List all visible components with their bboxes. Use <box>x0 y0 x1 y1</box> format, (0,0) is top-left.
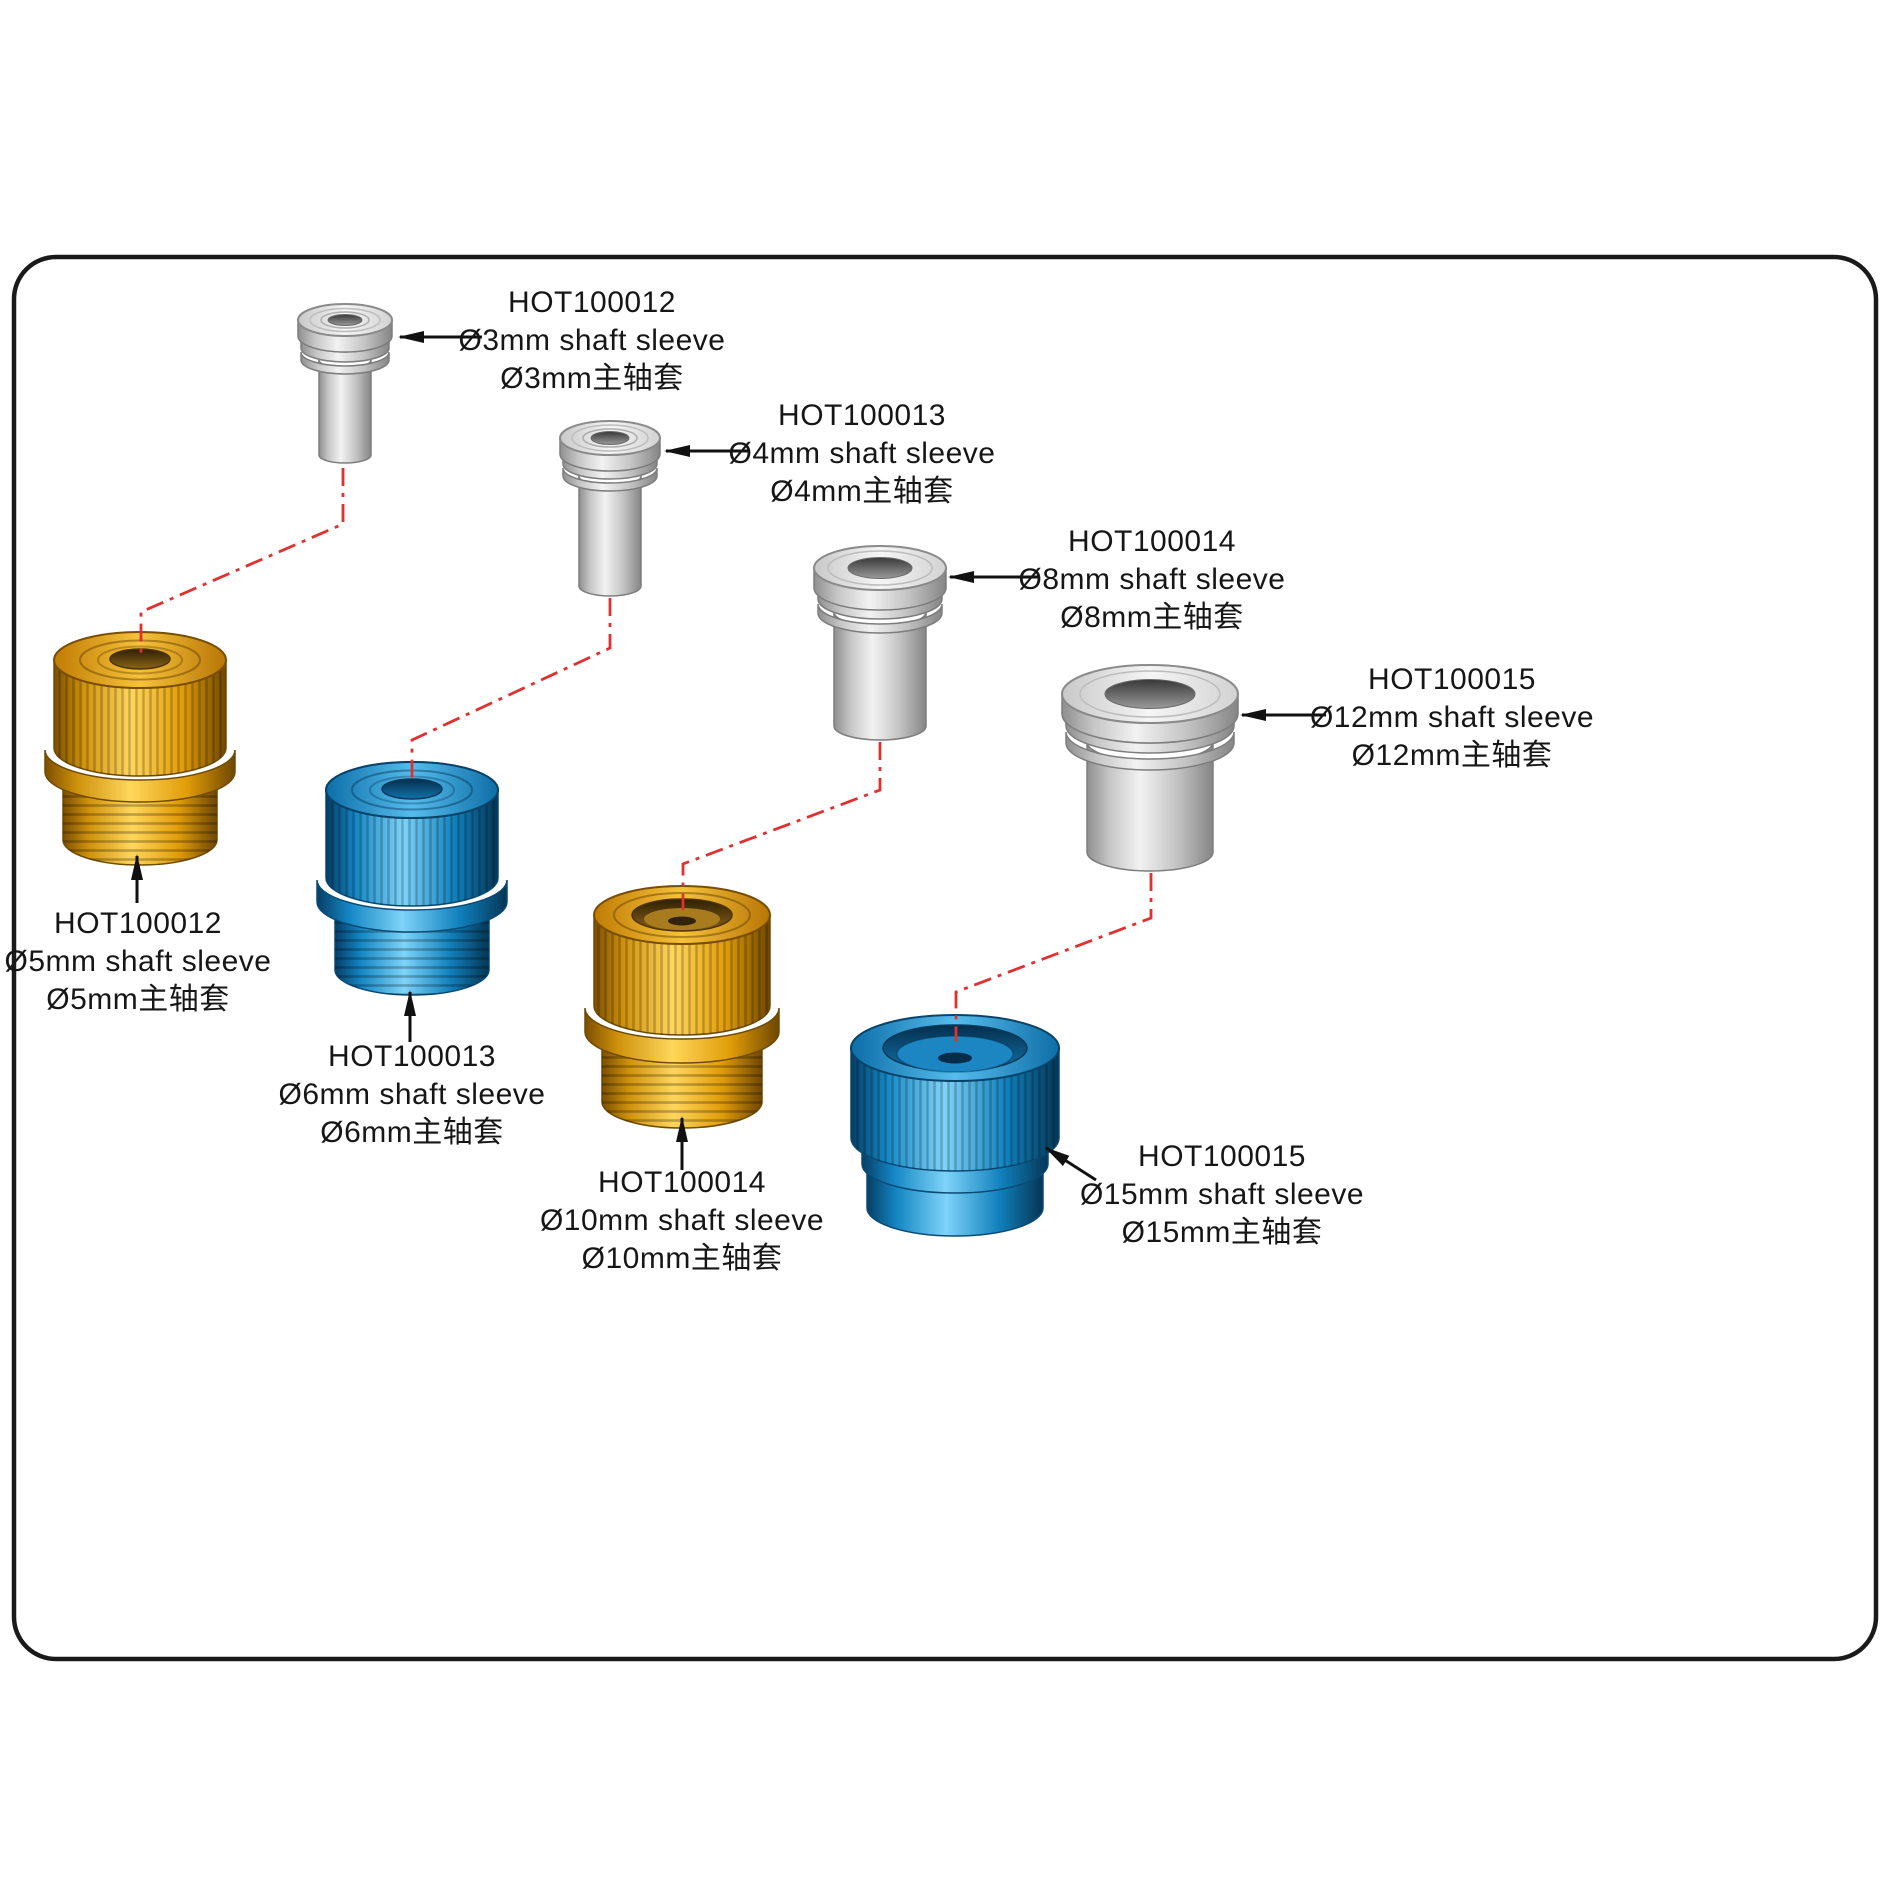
part-number: HOT100012 <box>54 907 222 940</box>
part-label-12mm: HOT100015 Ø12mm shaft sleeve Ø12mm主轴套 <box>1292 661 1612 775</box>
part-label-8mm: HOT100014 Ø8mm shaft sleeve Ø8mm主轴套 <box>1002 523 1302 637</box>
part-number: HOT100012 <box>508 286 676 319</box>
part-name-en: Ø15mm shaft sleeve <box>1079 1178 1365 1211</box>
part-name-en: Ø3mm shaft sleeve <box>458 324 726 357</box>
part-number: HOT100015 <box>1368 663 1536 696</box>
part-name-zh: Ø3mm主轴套 <box>500 362 684 395</box>
part-number: HOT100015 <box>1138 1140 1306 1173</box>
pointer-arrows <box>131 331 1326 1182</box>
part-number: HOT100014 <box>598 1166 766 1199</box>
part-name-zh: Ø5mm主轴套 <box>46 983 230 1016</box>
part-name-zh: Ø15mm主轴套 <box>1121 1216 1323 1249</box>
arrow-15mm <box>1044 1146 1097 1182</box>
adapter-15mm-illustration <box>850 1014 1060 1237</box>
part-label-10mm: HOT100014 Ø10mm shaft sleeve Ø10mm主轴套 <box>532 1164 832 1278</box>
part-name-en: Ø8mm shaft sleeve <box>1018 563 1286 596</box>
adapter-6mm-illustration <box>316 761 508 996</box>
part-name-en: Ø10mm shaft sleeve <box>539 1204 825 1237</box>
connector-8mm-to-10mm <box>681 742 882 910</box>
sleeve-4mm-illustration <box>559 420 661 597</box>
part-name-en: Ø12mm shaft sleeve <box>1309 701 1595 734</box>
sleeve-12mm-illustration <box>1061 664 1239 872</box>
sleeve-8mm-illustration <box>813 545 947 741</box>
pairing-connectors <box>139 468 1153 1042</box>
part-name-en: Ø6mm shaft sleeve <box>278 1078 546 1111</box>
part-label-3mm: HOT100012 Ø3mm shaft sleeve Ø3mm主轴套 <box>442 284 742 398</box>
part-label-4mm: HOT100013 Ø4mm shaft sleeve Ø4mm主轴套 <box>712 397 1012 511</box>
part-name-zh: Ø12mm主轴套 <box>1351 739 1553 772</box>
connector-12mm-to-15mm <box>954 873 1153 1042</box>
connector-3mm-to-5mm <box>139 468 345 654</box>
adapter-5mm-illustration <box>44 631 236 866</box>
connector-4mm-to-6mm <box>410 598 612 784</box>
part-name-en: Ø4mm shaft sleeve <box>728 437 996 470</box>
part-name-zh: Ø10mm主轴套 <box>581 1242 783 1275</box>
part-number: HOT100013 <box>328 1040 496 1073</box>
part-number: HOT100013 <box>778 399 946 432</box>
diagram-border <box>11 254 1879 1662</box>
part-name-zh: Ø6mm主轴套 <box>320 1116 504 1149</box>
part-name-zh: Ø4mm主轴套 <box>770 475 954 508</box>
part-label-6mm: HOT100013 Ø6mm shaft sleeve Ø6mm主轴套 <box>262 1038 562 1152</box>
part-name-en: Ø5mm shaft sleeve <box>4 945 272 978</box>
part-number: HOT100014 <box>1068 525 1236 558</box>
part-label-5mm: HOT100012 Ø5mm shaft sleeve Ø5mm主轴套 <box>0 905 276 1019</box>
sleeve-3mm-illustration <box>297 303 393 464</box>
part-label-15mm: HOT100015 Ø15mm shaft sleeve Ø15mm主轴套 <box>1062 1138 1382 1252</box>
adapter-10mm-illustration <box>584 885 780 1129</box>
part-name-zh: Ø8mm主轴套 <box>1060 601 1244 634</box>
